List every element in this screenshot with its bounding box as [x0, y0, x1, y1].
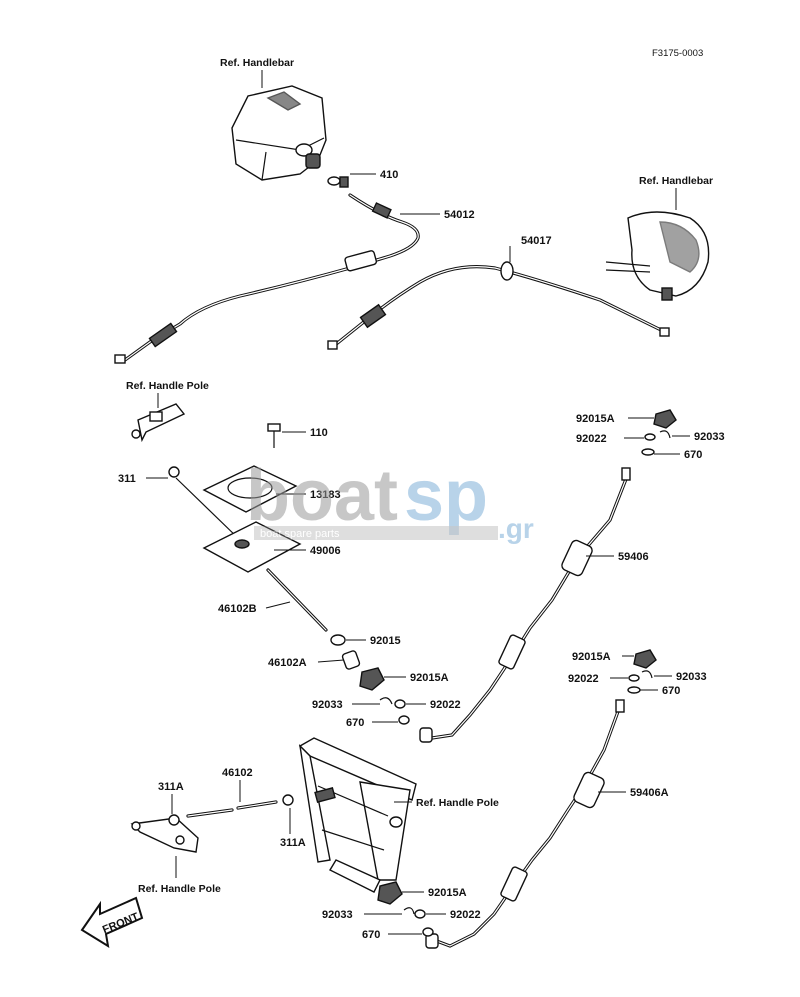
part-410-label: 410 [380, 169, 398, 181]
ref-handlebar-right-label: Ref. Handlebar [639, 175, 713, 187]
part-46102B-rod [266, 568, 328, 632]
figure-code: F3175-0003 [652, 48, 703, 59]
part-670-ring-bot [422, 927, 434, 937]
part-46102-rod [186, 800, 278, 818]
part-13183-gasket [202, 465, 298, 513]
cable-54017 [327, 261, 670, 350]
part-92015A-nut-bot [377, 881, 403, 905]
watermark-tagline: boat spare parts [260, 528, 340, 540]
watermark-suffix: .gr [498, 513, 534, 544]
part-92022-r2-label: 92022 [568, 673, 599, 685]
part-92022-washer-top [644, 433, 656, 441]
part-670-bot-label: 670 [362, 929, 380, 941]
part-92022-washer-mid [394, 699, 406, 709]
ref-handle-pole-upper-label: Ref. Handle Pole [126, 380, 209, 392]
part-13183-label: 13183 [310, 489, 341, 501]
watermark-word-b: sp [404, 456, 488, 536]
part-92033-clip-top [659, 430, 671, 439]
part-92033-mid-label: 92033 [312, 699, 343, 711]
part-92015-label: 92015 [370, 635, 401, 647]
part-670-mid-label: 670 [346, 717, 364, 729]
lever-bracket-upper [131, 403, 186, 443]
part-311A-right-label: 311A [280, 837, 306, 849]
part-92022-washer-bot [414, 909, 426, 919]
part-311-nut [168, 466, 180, 478]
part-46102B-label: 46102B [218, 603, 257, 615]
part-92033-clip-r2 [641, 670, 653, 679]
part-311-label: 311 [118, 473, 136, 485]
part-92015A-nut-r2 [633, 649, 657, 669]
part-92015A-bot-label: 92015A [428, 887, 467, 899]
part-92015A-nut-mid [359, 667, 385, 691]
part-92022-bot-label: 92022 [450, 909, 481, 921]
part-410-washer [327, 176, 349, 188]
ref-handlebar-top-label: Ref. Handlebar [220, 57, 294, 69]
part-670-ring-r2 [627, 686, 641, 694]
cable-59406 [419, 467, 631, 743]
part-311A-nut-left [168, 814, 180, 826]
part-49006-label: 49006 [310, 545, 341, 557]
part-311A-nut-right [282, 794, 294, 806]
part-46102A-label: 46102A [268, 657, 307, 669]
part-92033-clip-mid [379, 697, 393, 705]
part-92022-mid-label: 92022 [430, 699, 461, 711]
handlebar-switch-housing-left [231, 85, 327, 181]
part-92022-top-label: 92022 [576, 433, 607, 445]
ref-handle-pole-lower-label: Ref. Handle Pole [138, 883, 221, 895]
part-311A-left-label: 311A [158, 781, 184, 793]
part-46102-label: 46102 [222, 767, 253, 779]
part-670-top-label: 670 [684, 449, 702, 461]
ref-handle-pole-mid-label: Ref. Handle Pole [416, 797, 499, 809]
part-92015-nut [330, 634, 346, 646]
part-670-r2-label: 670 [662, 685, 680, 697]
part-110-label: 110 [310, 427, 328, 439]
part-92015A-top-label: 92015A [576, 413, 615, 425]
front-direction-arrow: FRONT [80, 896, 144, 949]
handle-pole-frame [298, 737, 417, 893]
part-46102A-joint [341, 650, 361, 670]
part-92033-r2-label: 92033 [676, 671, 707, 683]
part-54017-label: 54017 [521, 235, 552, 247]
part-92033-bot-label: 92033 [322, 909, 353, 921]
part-92033-clip-bot [403, 907, 415, 915]
part-670-ring-top [641, 448, 655, 456]
part-110-bolt [267, 423, 281, 448]
part-59406A-label: 59406A [630, 787, 669, 799]
part-49006-plate [202, 521, 302, 573]
watermark: boat sp .gr boat spare parts [246, 456, 534, 544]
watermark-word-a: boat [246, 456, 398, 536]
cable-59406A [425, 699, 625, 949]
part-670-ring-mid [398, 715, 410, 725]
part-92022-washer-r2 [628, 674, 640, 682]
lever-bracket-lower [130, 817, 199, 853]
part-92033-top-label: 92033 [694, 431, 725, 443]
part-92015A-nut-top [653, 409, 677, 429]
handlebar-throttle-housing-right [605, 211, 710, 301]
part-54012-label: 54012 [444, 209, 475, 221]
part-92015A-mid-label: 92015A [410, 672, 449, 684]
part-59406-label: 59406 [618, 551, 649, 563]
cable-54012 [114, 193, 420, 364]
part-92015A-r2-label: 92015A [572, 651, 611, 663]
